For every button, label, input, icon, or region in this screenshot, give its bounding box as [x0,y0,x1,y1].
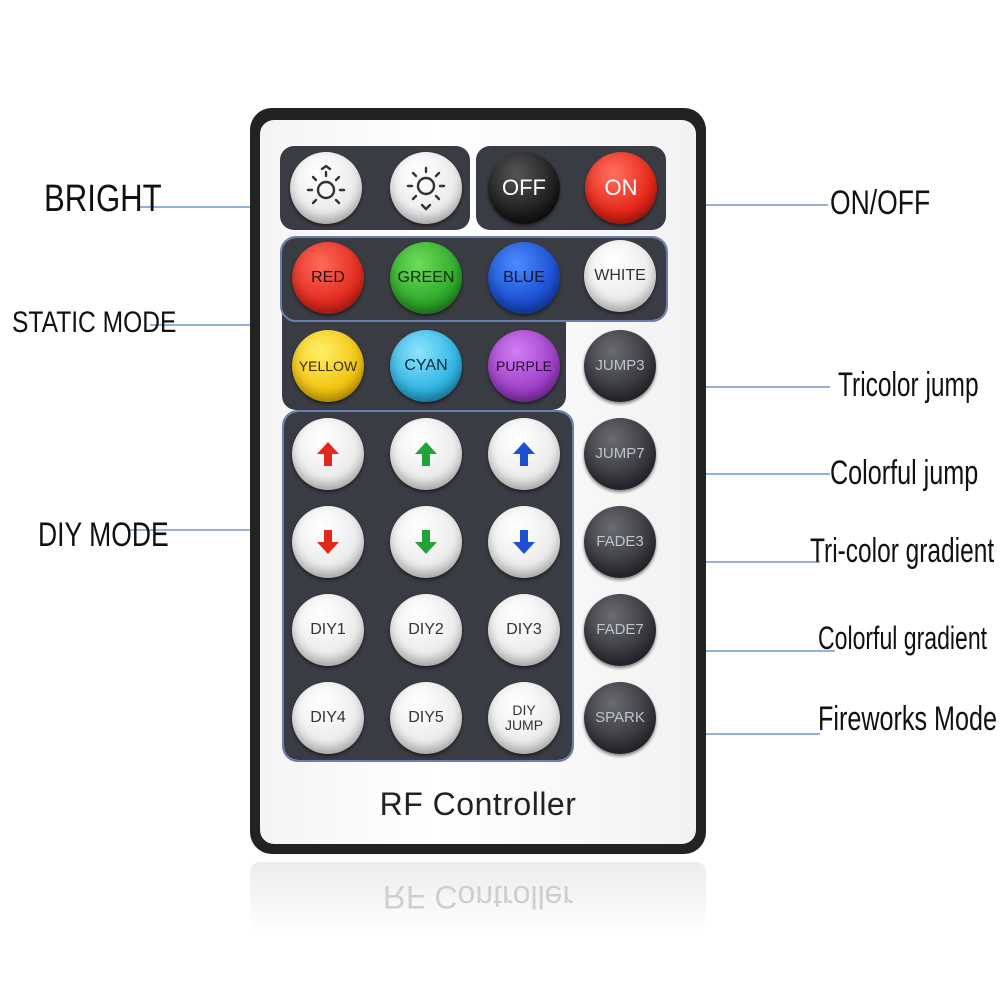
white-button[interactable]: WHITE [584,240,656,312]
brightness-down-button[interactable] [290,152,362,224]
label-tricolor-jump: Tricolor jump [838,366,979,404]
label-diy-mode: DIY MODE [38,516,169,554]
remote-reflection [250,862,706,932]
blue-button[interactable]: BLUE [488,242,560,314]
label-bright: BRIGHT [44,178,162,220]
jump3-button[interactable]: JUMP3 [584,330,656,402]
arrow-up-icon [317,442,339,466]
label-tricolor-gradient: Tri-color gradient [810,532,995,570]
label-colorful-gradient: Colorful gradient [818,620,988,656]
green-down-button[interactable] [390,506,462,578]
green-button[interactable]: GREEN [390,242,462,314]
arrow-up-icon [415,442,437,466]
arrow-down-icon [317,530,339,554]
label-colorful-jump: Colorful jump [830,454,979,492]
cyan-button[interactable]: CYAN [390,330,462,402]
jump7-button[interactable]: JUMP7 [584,418,656,490]
static-panel-outline [280,236,668,322]
diy-jump-button[interactable]: DIY JUMP [488,682,560,754]
diy1-button[interactable]: DIY1 [292,594,364,666]
fade3-button[interactable]: FADE3 [584,506,656,578]
off-button[interactable]: OFF [488,152,560,224]
brightness-up-icon [406,166,446,211]
arrow-up-icon [513,442,535,466]
purple-button[interactable]: PURPLE [488,330,560,402]
diy2-button[interactable]: DIY2 [390,594,462,666]
on-button[interactable]: ON [585,152,657,224]
blue-down-button[interactable] [488,506,560,578]
blue-up-button[interactable] [488,418,560,490]
red-up-button[interactable] [292,418,364,490]
brand-reflection: RF Controller [382,879,574,915]
diy4-button[interactable]: DIY4 [292,682,364,754]
arrow-down-icon [415,530,437,554]
diy5-button[interactable]: DIY5 [390,682,462,754]
green-up-button[interactable] [390,418,462,490]
diy3-button[interactable]: DIY3 [488,594,560,666]
label-on-off: ON/OFF [830,184,931,222]
arrow-down-icon [513,530,535,554]
diy-panel-outline [282,410,574,762]
spark-button[interactable]: SPARK [584,682,656,754]
yellow-button[interactable]: YELLOW [292,330,364,402]
label-static-mode: STATIC MODE [12,306,177,339]
red-button[interactable]: RED [292,242,364,314]
label-fireworks-mode: Fireworks Mode [818,700,997,738]
fade7-button[interactable]: FADE7 [584,594,656,666]
brightness-down-icon [306,165,346,205]
red-down-button[interactable] [292,506,364,578]
brightness-up-button[interactable] [390,152,462,224]
brand-label: RF Controller [379,786,577,822]
